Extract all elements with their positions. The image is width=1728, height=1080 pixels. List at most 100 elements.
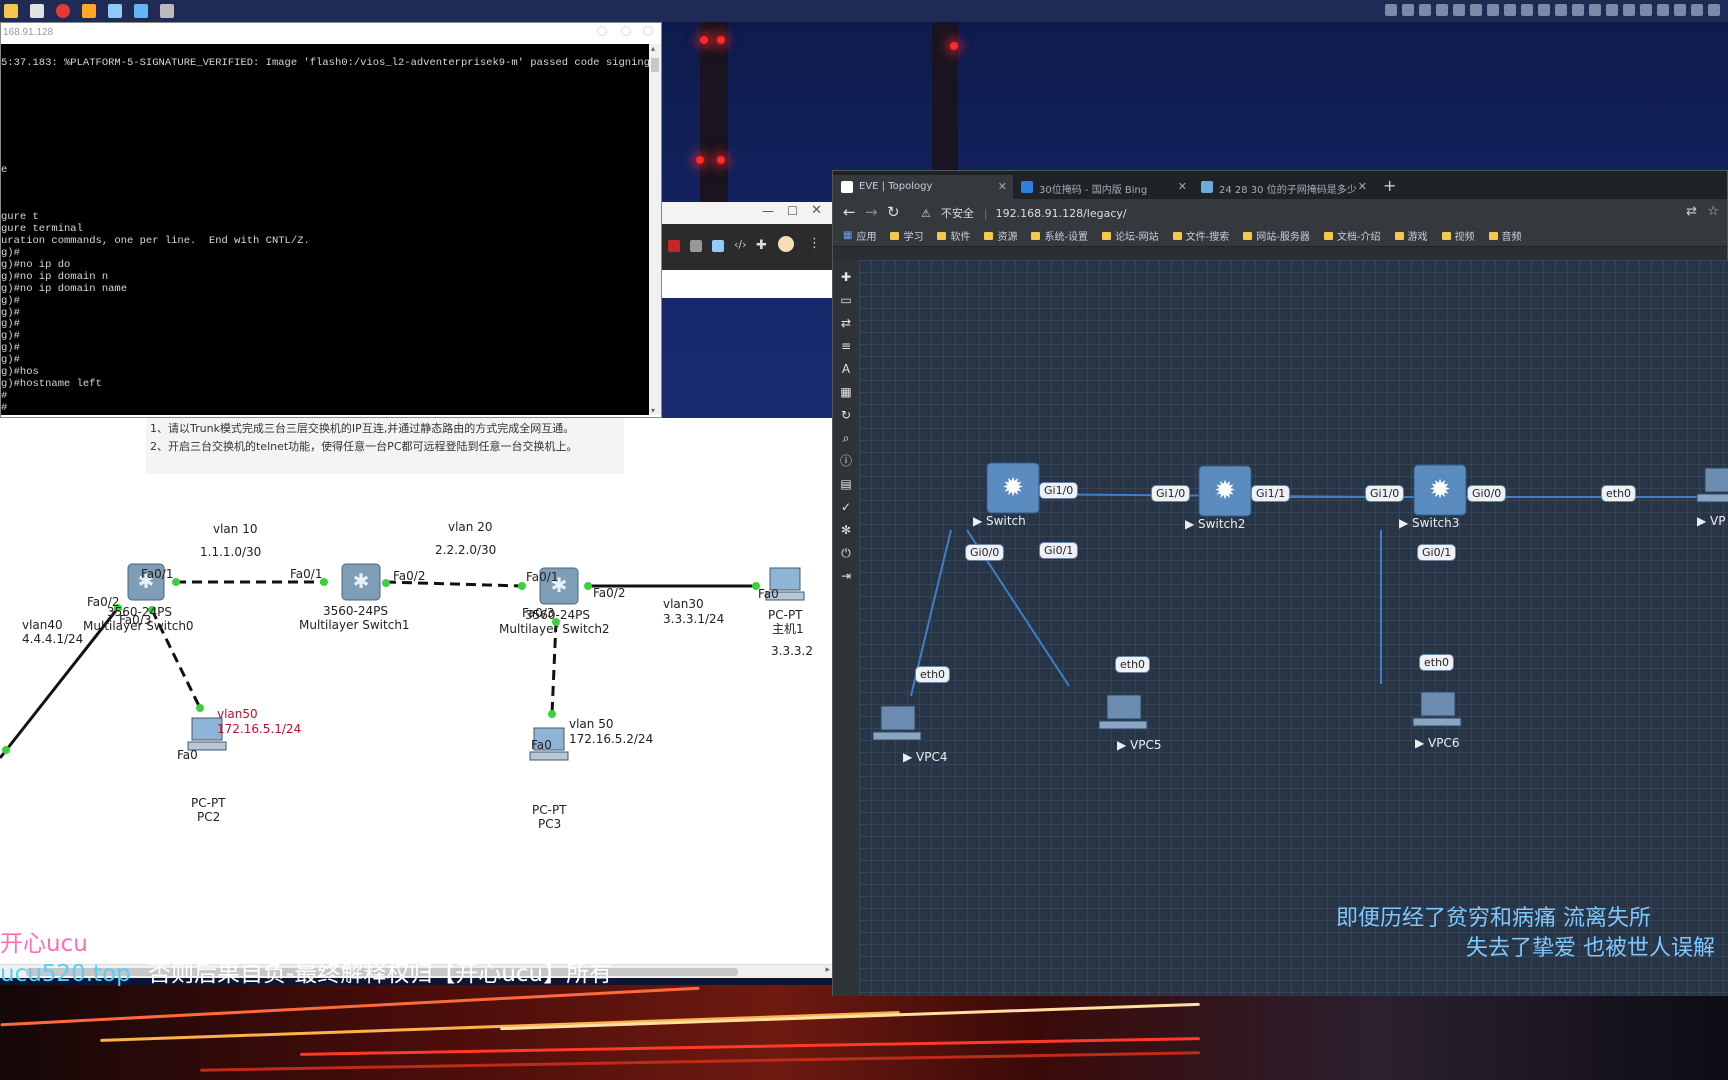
star-icon[interactable]: ☆: [1707, 204, 1719, 219]
bookmark-item[interactable]: 音频: [1488, 228, 1522, 243]
extension-icon[interactable]: [690, 240, 702, 252]
extension-icon[interactable]: [668, 240, 680, 252]
background-browser-window[interactable]: — ☐ ✕ ‹/› ✚ ⋮: [662, 202, 832, 298]
new-tab-icon[interactable]: +: [1383, 176, 1397, 195]
close-icon[interactable]: ✕: [1357, 180, 1367, 193]
bookmark-item[interactable]: 文档-介绍: [1323, 228, 1381, 243]
app-icon[interactable]: [108, 4, 122, 18]
tray-icon[interactable]: [1385, 4, 1397, 16]
port-label[interactable]: Gi0/0: [1467, 485, 1507, 502]
bookmark-item[interactable]: 系统-设置: [1031, 228, 1088, 243]
port-label[interactable]: eth0: [915, 666, 951, 683]
horizontal-scrollbar[interactable]: ▸: [0, 964, 832, 978]
app-icon[interactable]: [82, 4, 96, 18]
bookmark-item[interactable]: ▦应用: [843, 228, 876, 243]
port-label[interactable]: eth0: [1601, 485, 1637, 502]
tray-icon[interactable]: [1589, 4, 1601, 16]
pc-pc2[interactable]: [187, 717, 227, 751]
eve-switch2[interactable]: ✹: [1198, 465, 1252, 517]
avatar[interactable]: [778, 236, 794, 252]
networks-icon[interactable]: ⇄: [840, 316, 852, 330]
pc-pc3[interactable]: [529, 727, 569, 761]
bookmark-item[interactable]: 网站-服务器: [1243, 228, 1310, 243]
more-menu-icon[interactable]: ⋮: [808, 236, 821, 251]
tray-icon[interactable]: [1623, 4, 1635, 16]
bookmark-item[interactable]: 视频: [1441, 228, 1475, 243]
bookmark-item[interactable]: 论坛-网站: [1102, 228, 1159, 243]
power-icon[interactable]: ⏻: [841, 546, 851, 560]
tray-icon[interactable]: [1572, 4, 1584, 16]
scrollbar-thumb[interactable]: [651, 58, 659, 72]
app-icon[interactable]: [56, 4, 70, 18]
terminal-scrollbar[interactable]: ▴ ▾: [649, 44, 661, 415]
extension-icon[interactable]: [712, 240, 724, 252]
port-label[interactable]: Gi0/0: [965, 544, 1005, 561]
tab-subnet-mask[interactable]: 24 28 30 位的子网掩码是多少 ✕: [1193, 175, 1373, 199]
tray-icon[interactable]: [1640, 4, 1652, 16]
bookmark-item[interactable]: 软件: [937, 228, 970, 243]
puzzle-icon[interactable]: ✚: [756, 238, 767, 253]
eve-switch3[interactable]: ✹: [1413, 464, 1467, 516]
tray-icon[interactable]: [1504, 4, 1516, 16]
terminal-window[interactable]: 168.91.128 5:37.183: %PLATFORM-5-SIGNATU…: [0, 22, 662, 418]
close-icon[interactable]: ✕: [997, 180, 1007, 193]
minimize-icon[interactable]: —: [762, 204, 774, 218]
bookmark-item[interactable]: 学习: [890, 228, 923, 243]
port-label[interactable]: Gi0/1: [1039, 542, 1079, 559]
app-icon[interactable]: [160, 4, 174, 18]
tray-icon[interactable]: [1555, 4, 1567, 16]
check-icon[interactable]: ✓: [840, 500, 852, 514]
eve-switch[interactable]: ✹: [986, 462, 1040, 514]
tray-icon[interactable]: [1606, 4, 1618, 16]
tray-icon[interactable]: [1402, 4, 1414, 16]
port-label[interactable]: Gi1/0: [1151, 485, 1191, 502]
port-label[interactable]: eth0: [1419, 654, 1455, 671]
node-label-vpc-partial[interactable]: ▶ VP: [1697, 514, 1726, 528]
tab-bing-search[interactable]: 30位掩码 - 国内版 Bing ✕: [1013, 175, 1193, 199]
eve-vpc-partial[interactable]: [1696, 467, 1728, 503]
tab-eve-topology[interactable]: EVE | Topology ✕: [833, 175, 1013, 199]
maximize-icon[interactable]: [621, 26, 631, 36]
node-label-vpc5[interactable]: ▶ VPC5: [1117, 738, 1162, 752]
node-label-vpc6[interactable]: ▶ VPC6: [1415, 736, 1460, 750]
tray-icon[interactable]: [1657, 4, 1669, 16]
bookmark-item[interactable]: 资源: [984, 228, 1017, 243]
multilayer-switch2[interactable]: ✱: [539, 567, 579, 605]
scroll-down-icon[interactable]: ▾: [651, 406, 656, 415]
zoom-icon[interactable]: ⌕: [842, 431, 850, 445]
settings-icon[interactable]: ✻: [840, 523, 852, 537]
list-icon[interactable]: ▤: [840, 477, 852, 491]
forward-icon[interactable]: →: [865, 203, 878, 221]
translate-icon[interactable]: ⇄: [1686, 204, 1697, 219]
grid-icon[interactable]: ▦: [840, 385, 852, 399]
eve-vpc6[interactable]: [1412, 691, 1462, 727]
tray-icon[interactable]: [1436, 4, 1448, 16]
reload-icon[interactable]: ↻: [887, 203, 900, 221]
node-label-switch2[interactable]: ▶ Switch2: [1185, 517, 1245, 531]
eve-topology-canvas[interactable]: ✹ ✹ ✹: [859, 260, 1728, 996]
port-label[interactable]: Gi1/1: [1251, 485, 1291, 502]
node-label-switch[interactable]: ▶ Switch: [973, 514, 1026, 528]
multilayer-switch0[interactable]: ✱: [127, 563, 165, 601]
tray-icon[interactable]: [1691, 4, 1703, 16]
port-label[interactable]: Gi0/1: [1417, 544, 1457, 561]
close-icon[interactable]: ✕: [811, 203, 822, 218]
maximize-icon[interactable]: ☐: [787, 204, 798, 218]
eve-browser-window[interactable]: EVE | Topology ✕ 30位掩码 - 国内版 Bing ✕ 24 2…: [832, 170, 1728, 996]
node-label-vpc4[interactable]: ▶ VPC4: [903, 750, 948, 764]
tray-icon[interactable]: [1521, 4, 1533, 16]
multilayer-switch1[interactable]: ✱: [341, 563, 381, 601]
port-label[interactable]: eth0: [1115, 656, 1151, 673]
app-icon[interactable]: [134, 4, 148, 18]
close-icon[interactable]: ✕: [1177, 180, 1187, 193]
logout-icon[interactable]: ⇥: [840, 569, 852, 583]
tray-icon[interactable]: [1538, 4, 1550, 16]
add-icon[interactable]: ✚: [840, 270, 852, 284]
tray-icon[interactable]: [1453, 4, 1465, 16]
scrollbar-thumb[interactable]: [26, 968, 738, 976]
startup-config-icon[interactable]: ≡: [840, 339, 852, 353]
node-label-switch3[interactable]: ▶ Switch3: [1399, 516, 1459, 530]
eve-vpc4[interactable]: [872, 705, 922, 741]
tray-icon[interactable]: [1419, 4, 1431, 16]
eve-vpc5[interactable]: [1098, 694, 1148, 730]
